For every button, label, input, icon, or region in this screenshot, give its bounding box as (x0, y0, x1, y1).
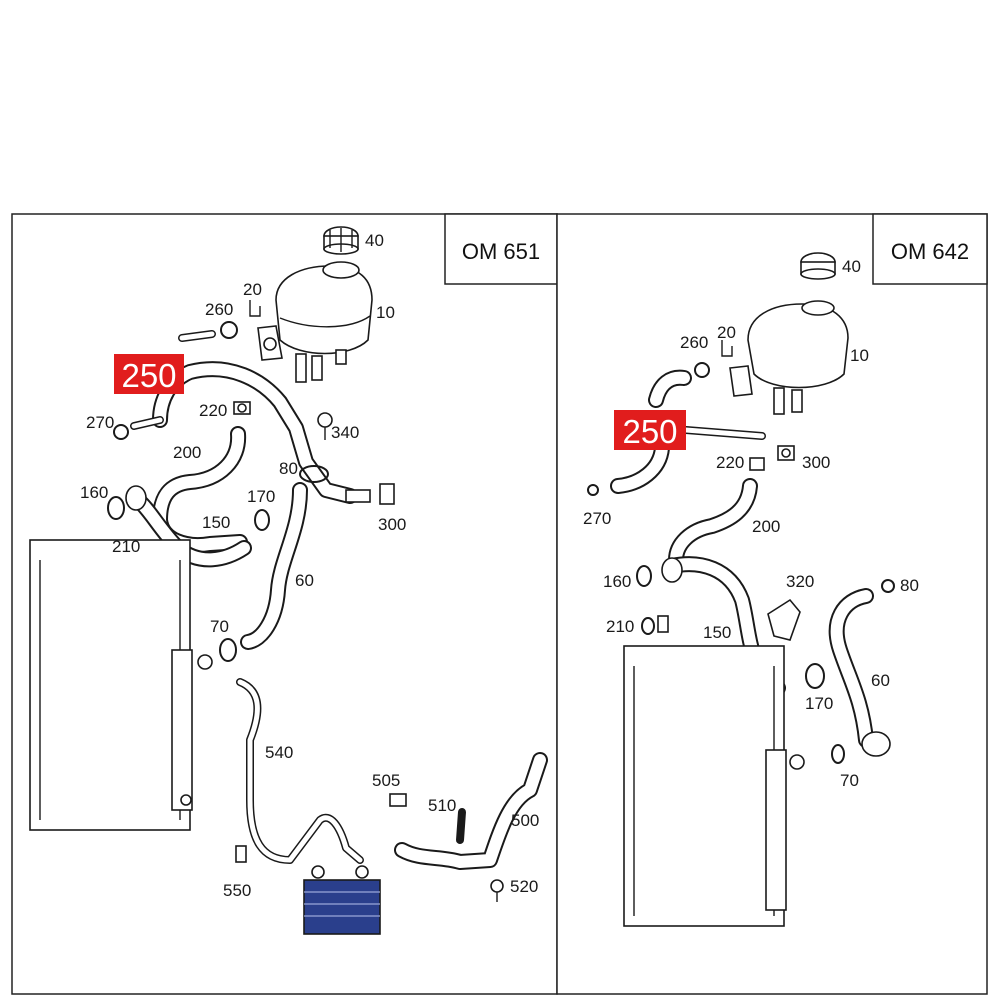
connector-part (379, 483, 395, 505)
engine-label-om642: OM 642 (891, 239, 969, 264)
clip-part (721, 340, 733, 357)
part-label-150: 150 (703, 623, 731, 642)
clamp-part (749, 457, 765, 471)
o-ring-part (641, 617, 655, 635)
clamp-part (233, 401, 251, 415)
part-label-510: 510 (428, 796, 456, 815)
part-label-260: 260 (205, 300, 233, 319)
part-label-70: 70 (840, 771, 859, 790)
part-label-300: 300 (802, 453, 830, 472)
connector-part (861, 731, 891, 757)
connector-part (661, 557, 683, 583)
o-ring-part (220, 321, 238, 339)
o-ring-part (881, 579, 895, 593)
expansion-tank-part (729, 300, 849, 415)
part-label-200: 200 (173, 443, 201, 462)
highlight-badge-bg (614, 410, 686, 450)
o-ring-part (805, 663, 825, 689)
part-label-170: 170 (247, 487, 275, 506)
part-label-260: 260 (680, 333, 708, 352)
highlight-label-250: 250 (622, 413, 677, 450)
highlight-badge-250-right: 250 (614, 410, 686, 450)
engine-label-om651: OM 651 (462, 239, 540, 264)
part-label-20: 20 (243, 280, 262, 299)
o-ring-part (299, 465, 329, 483)
highlight-badge-bg (114, 354, 184, 394)
part-label-520: 520 (510, 877, 538, 896)
part-label-550: 550 (223, 881, 251, 900)
o-ring-part (219, 638, 237, 662)
part-label-270: 270 (86, 413, 114, 432)
bolt-part (490, 879, 504, 902)
highlight-label-250: 250 (121, 357, 176, 394)
part-labels-om651: 40 10 20 260 270 220 340 200 80 160 170 … (80, 231, 539, 900)
part-label-150: 150 (202, 513, 230, 532)
part-label-160: 160 (80, 483, 108, 502)
bolt-part (317, 412, 333, 440)
part-label-505: 505 (372, 771, 400, 790)
part-label-500: 500 (511, 811, 539, 830)
part-label-60: 60 (871, 671, 890, 690)
connector-part (657, 615, 669, 633)
pipe-part (456, 808, 466, 844)
coolant-pipe-250 (130, 330, 371, 504)
bracket-part (767, 598, 801, 641)
coolant-pipe-250 (610, 426, 766, 494)
part-label-160: 160 (603, 572, 631, 591)
radiator-part (29, 539, 213, 831)
cap-part (800, 252, 836, 280)
part-label-210: 210 (112, 537, 140, 556)
part-label-200: 200 (752, 517, 780, 536)
part-label-220: 220 (199, 401, 227, 420)
hose-part (240, 482, 308, 650)
part-label-270: 270 (583, 509, 611, 528)
o-ring-part (831, 744, 845, 764)
part-label-10: 10 (376, 303, 395, 322)
clamp-part (389, 793, 407, 807)
part-label-170: 170 (805, 694, 833, 713)
hose-part (236, 678, 364, 864)
part-label-70: 70 (210, 617, 229, 636)
expansion-tank-part (257, 261, 373, 383)
o-ring-part (107, 496, 125, 520)
part-label-300: 300 (378, 515, 406, 534)
part-label-80: 80 (279, 459, 298, 478)
part-label-10: 10 (850, 346, 869, 365)
part-label-40: 40 (365, 231, 384, 250)
clamp-part (777, 445, 795, 461)
o-ring-part (587, 484, 599, 496)
part-label-540: 540 (265, 743, 293, 762)
part-label-80: 80 (900, 576, 919, 595)
engine-label-box (872, 213, 988, 285)
o-ring-part (113, 424, 129, 440)
oil-cooler-part (303, 865, 381, 935)
o-ring-part (694, 362, 710, 378)
part-label-220: 220 (716, 453, 744, 472)
part-label-340: 340 (331, 423, 359, 442)
highlight-badge-250-left: 250 (114, 354, 184, 394)
part-labels-om642: 40 10 20 260 220 300 270 200 320 80 160 … (583, 257, 919, 790)
cap-part (323, 226, 359, 255)
o-ring-part (254, 509, 270, 531)
o-ring-part (636, 565, 652, 587)
part-label-40: 40 (842, 257, 861, 276)
clip-part (249, 300, 261, 317)
radiator-part (623, 645, 805, 927)
part-label-60: 60 (295, 571, 314, 590)
part-label-210: 210 (606, 617, 634, 636)
part-label-320: 320 (786, 572, 814, 591)
bracket-part (235, 845, 247, 863)
engine-label-box (444, 213, 558, 285)
part-label-20: 20 (717, 323, 736, 342)
